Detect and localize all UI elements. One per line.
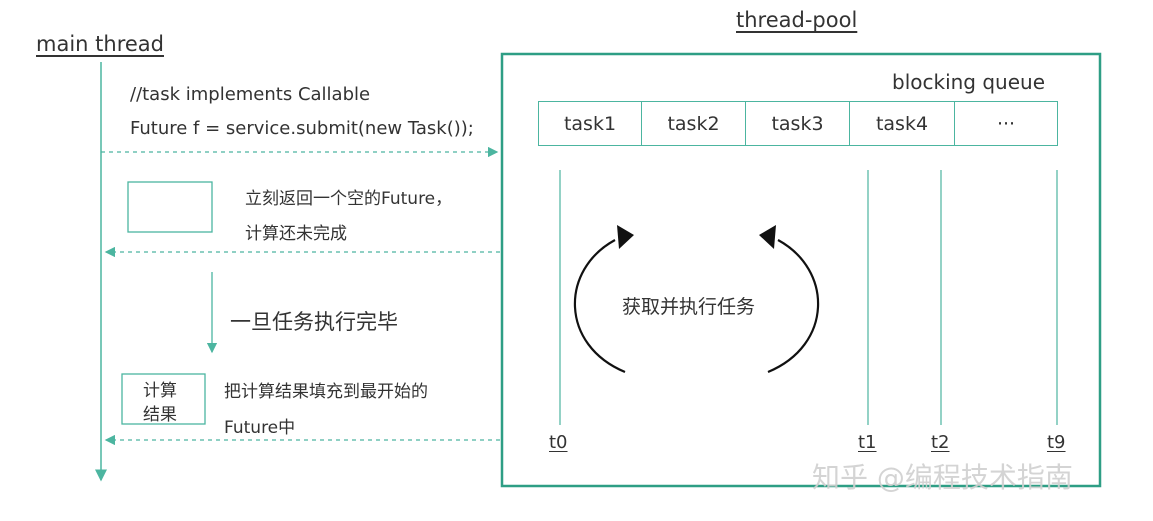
empty-future-box [127,181,213,233]
result-box [121,373,206,425]
return-note-line1: 立刻返回一个空的Future， [245,189,453,209]
cycle-arrow-left [573,239,626,374]
thread-pool-box [500,52,1102,488]
main-thread-label: main thread [36,32,164,56]
thread-pool-label: thread-pool [736,8,858,32]
queue-item-ellipsis: ··· [954,101,1058,146]
queue-item-task3: task3 [745,101,850,146]
thread-label-t2: t2 [931,432,950,453]
thread-label-t1: t1 [858,432,877,453]
queue-item-task4: task4 [849,101,955,146]
wait-note: 一旦任务执行完毕 [230,310,398,334]
cycle-arrowhead-right [759,225,776,249]
return-note-line2: 计算还未完成 [245,224,347,244]
cycle-arrowhead-left [617,225,634,249]
code-submit: Future f = service.submit(new Task()); [130,118,474,139]
fill-note-line1: 把计算结果填充到最开始的 [224,382,428,402]
fill-note-line2: Future中 [224,418,296,438]
blocking-queue-label: blocking queue [892,70,1046,94]
watermark: 知乎 @编程技术指南 [812,461,1073,494]
thread-label-t9: t9 [1047,432,1066,453]
thread-label-t0: t0 [549,432,568,453]
cycle-arrow-right [767,239,820,374]
code-comment: //task implements Callable [130,84,371,105]
queue-item-task2: task2 [641,101,746,146]
cycle-label: 获取并执行任务 [622,296,756,318]
result-box-line2: 结果 [143,405,177,425]
result-box-line1: 计算 [143,381,177,401]
queue-item-task1: task1 [538,101,642,146]
